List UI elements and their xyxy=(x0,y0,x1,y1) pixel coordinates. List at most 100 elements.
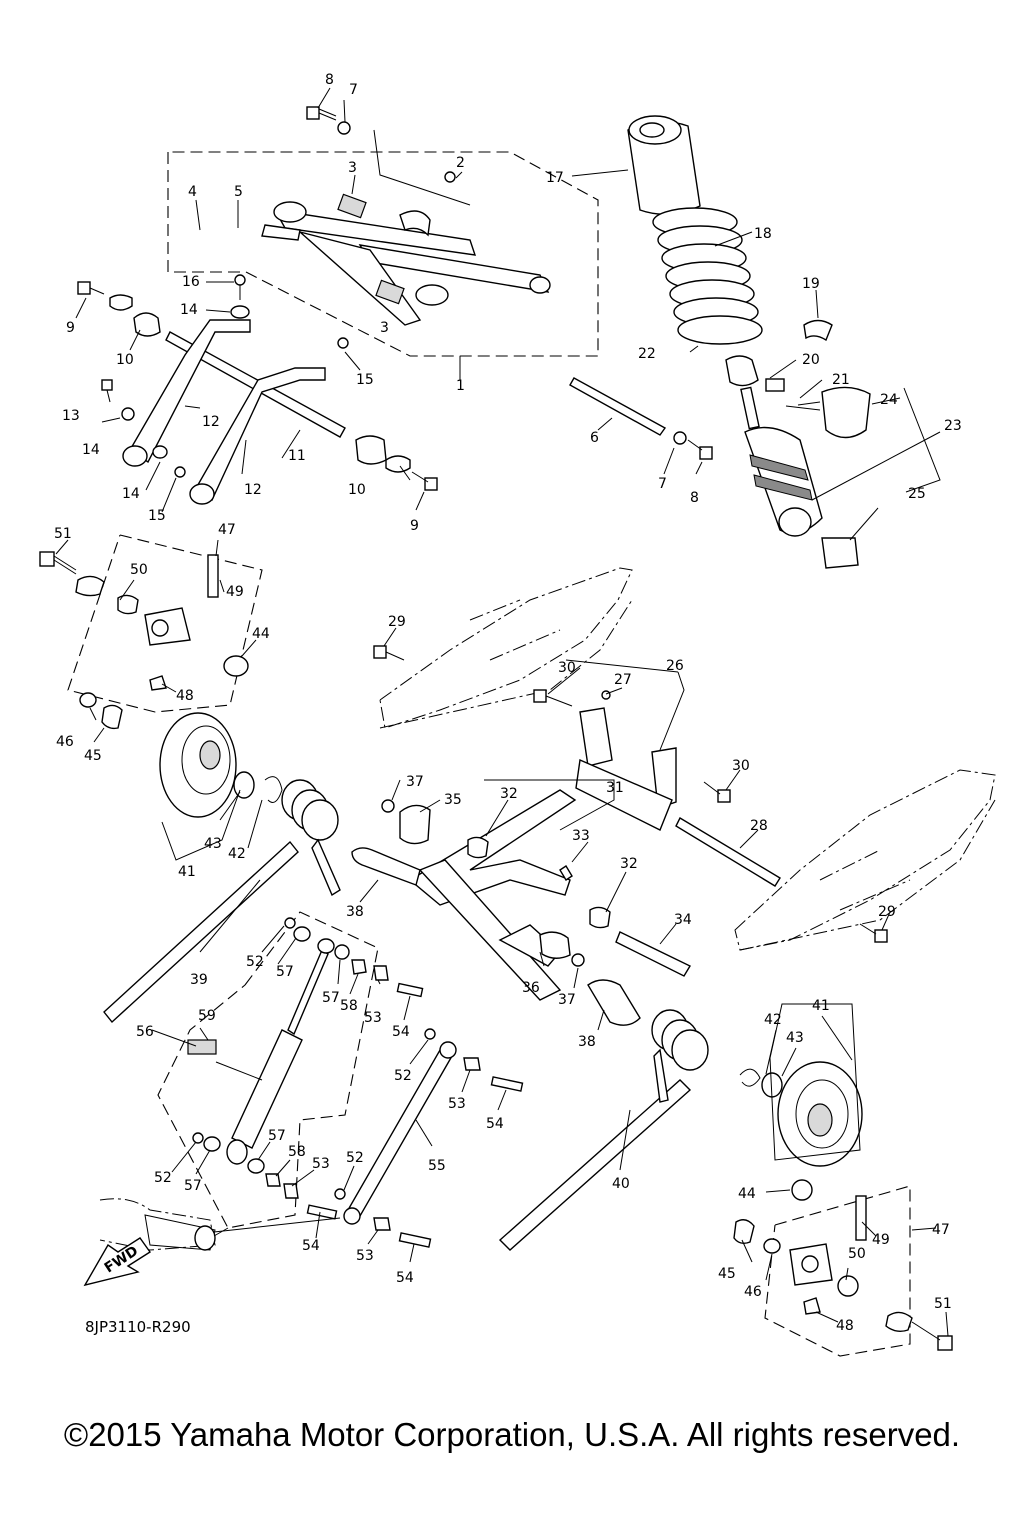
callout-41: 41 xyxy=(178,864,196,880)
callout-37: 37 xyxy=(406,774,424,790)
callout-8: 8 xyxy=(690,490,699,506)
callout-15: 15 xyxy=(148,508,166,524)
callout-53: 53 xyxy=(448,1096,466,1112)
callout-50: 50 xyxy=(848,1246,866,1262)
bushing-38-right xyxy=(587,979,641,1026)
callout-36: 36 xyxy=(522,980,540,996)
wheel-bracket-left xyxy=(39,551,249,730)
callout-4: 4 xyxy=(188,184,197,200)
slide-rail-right xyxy=(734,769,996,951)
shock-absorber-56 xyxy=(187,917,424,1220)
callout-10: 10 xyxy=(116,352,134,368)
callout-32: 32 xyxy=(620,856,638,872)
shock-absorber-group-56 xyxy=(157,911,379,1229)
callout-3: 3 xyxy=(380,320,389,336)
callout-53: 53 xyxy=(364,1010,382,1026)
callout-43: 43 xyxy=(204,836,222,852)
callout-43: 43 xyxy=(786,1030,804,1046)
idler-wheel-left xyxy=(159,712,283,818)
washer-7-right xyxy=(673,431,687,445)
callout-32: 32 xyxy=(500,786,518,802)
callout-54: 54 xyxy=(302,1238,320,1254)
callout-6: 6 xyxy=(590,430,599,446)
callout-7: 7 xyxy=(349,82,358,98)
callout-18: 18 xyxy=(754,226,772,242)
callout-31: 31 xyxy=(606,780,624,796)
callout-53: 53 xyxy=(312,1156,330,1172)
callout-52: 52 xyxy=(154,1170,172,1186)
fwd-arrow-icon: FWD xyxy=(83,1237,151,1287)
callout-29: 29 xyxy=(388,614,406,630)
callout-48: 48 xyxy=(836,1318,854,1334)
bracket-26 xyxy=(373,645,888,943)
callout-labels: 2 3 3 4 5 1 6 7 7 8 8 9 9 10 10 11 12 12… xyxy=(54,72,962,1334)
callout-58: 58 xyxy=(340,998,358,1014)
callout-17: 17 xyxy=(546,170,564,186)
callout-38: 38 xyxy=(346,904,364,920)
callout-53: 53 xyxy=(356,1248,374,1264)
callout-54: 54 xyxy=(396,1270,414,1286)
torsion-spring-right xyxy=(498,1009,709,1251)
callout-49: 49 xyxy=(872,1232,890,1248)
callout-25: 25 xyxy=(908,486,926,502)
callout-12: 12 xyxy=(202,414,220,430)
callout-33: 33 xyxy=(572,828,590,844)
callout-45: 45 xyxy=(84,748,102,764)
shaft-6 xyxy=(569,377,667,436)
shock-absorber-assembly xyxy=(627,115,871,569)
callout-2: 2 xyxy=(456,155,465,171)
shaft-34 xyxy=(615,931,691,977)
callout-42: 42 xyxy=(228,846,246,862)
callout-52: 52 xyxy=(346,1150,364,1166)
callout-26: 26 xyxy=(666,658,684,674)
callout-23: 23 xyxy=(944,418,962,434)
callout-39: 39 xyxy=(190,972,208,988)
callout-12: 12 xyxy=(244,482,262,498)
callout-40: 40 xyxy=(612,1176,630,1192)
callout-50: 50 xyxy=(130,562,148,578)
callout-44: 44 xyxy=(252,626,270,642)
bolt-8-top xyxy=(306,106,337,121)
callout-45: 45 xyxy=(718,1266,736,1282)
wheel-bracket-group-right xyxy=(764,1185,911,1357)
callout-30: 30 xyxy=(732,758,750,774)
callout-16: 16 xyxy=(182,274,200,290)
callout-42: 42 xyxy=(764,1012,782,1028)
callout-52: 52 xyxy=(246,954,264,970)
callout-58: 58 xyxy=(288,1144,306,1160)
callout-34: 34 xyxy=(674,912,692,928)
callout-14: 14 xyxy=(180,302,198,318)
callout-13: 13 xyxy=(62,408,80,424)
wheel-bracket-right xyxy=(733,1179,953,1351)
callout-19: 19 xyxy=(802,276,820,292)
callout-51: 51 xyxy=(934,1296,952,1312)
diagram-code: 8JP3110-R290 xyxy=(85,1318,191,1336)
callout-54: 54 xyxy=(392,1024,410,1040)
callout-14: 14 xyxy=(122,486,140,502)
callout-9: 9 xyxy=(66,320,75,336)
callout-21: 21 xyxy=(832,372,850,388)
idler-wheel-right xyxy=(739,1061,863,1167)
copyright-notice: ©2015 Yamaha Motor Corporation, U.S.A. A… xyxy=(63,1416,961,1453)
washer-7-top xyxy=(337,121,351,135)
callout-5: 5 xyxy=(234,184,243,200)
callout-44: 44 xyxy=(738,1186,756,1202)
callout-14: 14 xyxy=(82,442,100,458)
callout-55: 55 xyxy=(428,1158,446,1174)
callout-1: 1 xyxy=(456,378,465,394)
rear-axle-fragment xyxy=(99,1198,216,1251)
callout-57: 57 xyxy=(184,1178,202,1194)
rear-arm-frame-31 xyxy=(351,789,611,1001)
callout-11: 11 xyxy=(288,448,306,464)
callout-52: 52 xyxy=(394,1068,412,1084)
callout-37: 37 xyxy=(558,992,576,1008)
slide-rail-left xyxy=(379,567,633,729)
callout-8: 8 xyxy=(325,72,334,88)
front-arm-assembly xyxy=(77,274,438,505)
callout-29: 29 xyxy=(878,904,896,920)
callout-57: 57 xyxy=(276,964,294,980)
callout-22: 22 xyxy=(638,346,656,362)
callout-47: 47 xyxy=(218,522,236,538)
leader-lines xyxy=(55,87,949,1337)
